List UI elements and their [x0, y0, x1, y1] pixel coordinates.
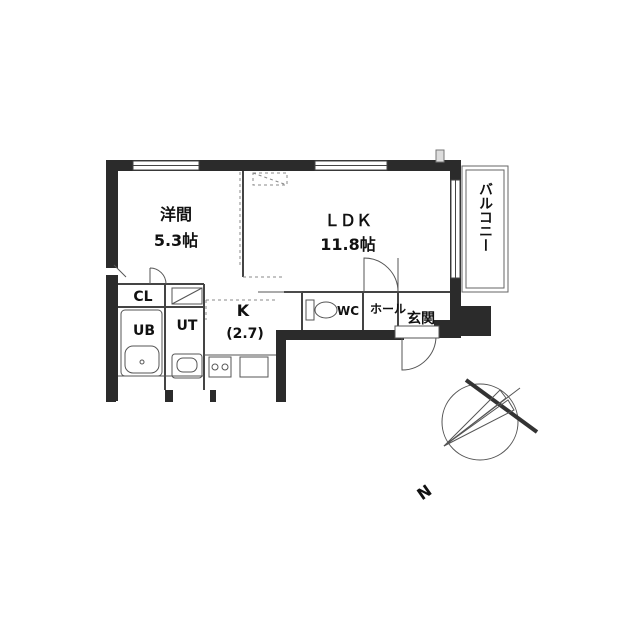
balcony — [461, 165, 509, 293]
toilet — [305, 299, 338, 321]
ldk-room-name: ＬＤＫ — [324, 211, 372, 230]
exterior-walls — [106, 160, 491, 402]
washbasin — [171, 353, 203, 379]
bath-label: UB — [133, 323, 155, 339]
ldk-room-size: 11.8帖 — [320, 235, 375, 254]
vent-marker — [435, 149, 445, 163]
toilet-label: WC — [337, 304, 359, 318]
north-label: N — [413, 481, 435, 504]
entrance-step — [394, 325, 440, 339]
windows — [132, 160, 461, 279]
dashed-lines — [205, 172, 288, 320]
kitchen-name: K — [237, 301, 250, 320]
doors — [113, 257, 437, 371]
bathtub — [120, 309, 163, 377]
kitchen-size: (2.7) — [226, 326, 264, 342]
entrance-label: 玄関 — [407, 310, 435, 327]
balcony-label: バルコニー — [477, 182, 493, 252]
hall-label: ホール — [370, 302, 406, 316]
washer-space — [171, 287, 203, 305]
interior-walls — [118, 171, 450, 390]
utility-label: UT — [177, 318, 198, 334]
kitchen-counter — [208, 356, 269, 378]
western-room-name: 洋間 — [160, 205, 192, 224]
closet-label: CL — [133, 289, 152, 305]
compass-icon — [441, 378, 539, 461]
western-room-size: 5.3帖 — [154, 231, 198, 250]
